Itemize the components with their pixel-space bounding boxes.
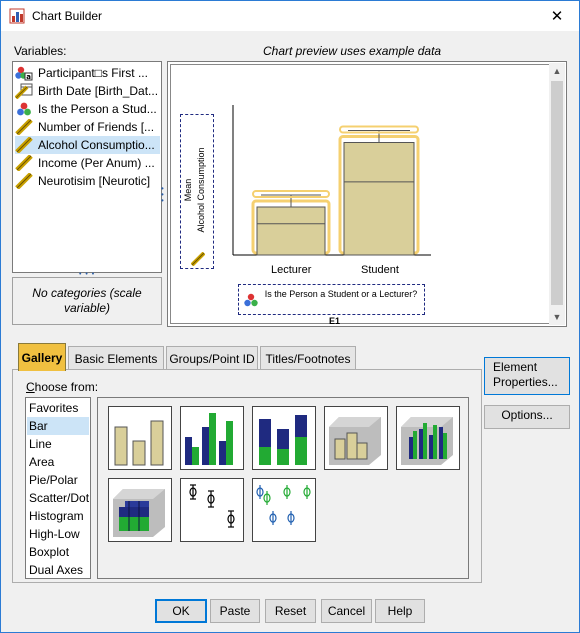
tab-titles-footnotes[interactable]: Titles/Footnotes bbox=[260, 346, 356, 370]
chart-preview-frame: Mean Alcohol Consumption Lecturer Studen… bbox=[170, 64, 551, 326]
y-axis-drop-zone[interactable]: Mean Alcohol Consumption bbox=[180, 114, 214, 269]
simple-bar-icon bbox=[114, 420, 164, 466]
clustered-error-bar-thumbnail[interactable] bbox=[252, 478, 316, 542]
no-categories-text: No categories (scale variable) bbox=[32, 286, 142, 315]
variable-item[interactable]: Birth Date [Birth_Dat... bbox=[15, 82, 160, 100]
clustered-error-bar-icon bbox=[256, 485, 311, 525]
variable-label: Income (Per Anum) ... bbox=[38, 156, 155, 170]
close-icon[interactable]: ✕ bbox=[550, 8, 564, 25]
chart-type-dual-axes[interactable]: Dual Axes bbox=[29, 563, 84, 577]
paste-button[interactable]: Paste bbox=[210, 599, 260, 623]
scale-ruler-icon bbox=[191, 252, 205, 266]
scroll-thumb[interactable] bbox=[551, 81, 563, 305]
date-scale-icon bbox=[15, 83, 33, 99]
element-properties-button[interactable]: Element Properties... bbox=[484, 357, 570, 395]
tab-basic-elements[interactable]: Basic Elements bbox=[68, 346, 164, 370]
variable-item[interactable]: a Participant□s First ... bbox=[15, 64, 160, 82]
variable-label: Alcohol Consumptio... bbox=[38, 138, 155, 152]
variable-label: Neurotisim [Neurotic] bbox=[38, 174, 151, 188]
preview-scrollbar[interactable]: ▲ ▼ bbox=[549, 63, 565, 325]
chart-type-high-low[interactable]: High-Low bbox=[29, 527, 80, 541]
choose-from-label: Choose from: bbox=[26, 380, 99, 394]
scroll-down-icon[interactable]: ▼ bbox=[552, 312, 562, 322]
chart-gallery bbox=[97, 397, 469, 579]
ok-button[interactable]: OK bbox=[155, 599, 207, 623]
variable-item-selected[interactable]: Alcohol Consumptio... bbox=[15, 136, 160, 154]
chart-type-list[interactable]: Favorites Bar Line Area Pie/Polar Scatte… bbox=[25, 397, 91, 579]
variable-item[interactable]: Neurotisim [Neurotic] bbox=[15, 172, 160, 190]
3d-simple-bar-thumbnail[interactable] bbox=[324, 406, 388, 470]
window-title: Chart Builder bbox=[32, 9, 103, 23]
variable-label: Birth Date [Birth_Dat... bbox=[38, 84, 159, 98]
3d-stacked-bar-thumbnail[interactable] bbox=[108, 478, 172, 542]
variable-item[interactable]: Income (Per Anum) ... bbox=[15, 154, 160, 172]
svg-text:a: a bbox=[26, 73, 31, 81]
nominal-icon bbox=[244, 293, 258, 307]
variable-item[interactable]: Number of Friends [... bbox=[15, 118, 160, 136]
element-properties-label: Element Properties... bbox=[493, 360, 558, 389]
scale-ruler-icon bbox=[15, 173, 33, 189]
chart-type-favorites[interactable]: Favorites bbox=[29, 401, 79, 415]
clustered-bar-thumbnail[interactable] bbox=[180, 406, 244, 470]
x-axis-drop-label: Is the Person a Student or a Lecturer? bbox=[264, 289, 418, 299]
variable-label: Participant□s First ... bbox=[38, 66, 148, 80]
tab-groups-point-id[interactable]: Groups/Point ID bbox=[166, 346, 258, 370]
bar-chart-preview bbox=[232, 105, 431, 256]
category-label-lecturer: Lecturer bbox=[271, 264, 312, 276]
chart-type-histogram[interactable]: Histogram bbox=[29, 509, 84, 523]
simple-error-bar-thumbnail[interactable] bbox=[180, 478, 244, 542]
splitter-handle-vertical[interactable]: ••• bbox=[161, 184, 164, 205]
variable-label: Is the Person a Stud... bbox=[38, 102, 157, 116]
categories-box: No categories (scale variable) bbox=[12, 277, 162, 325]
scroll-up-icon[interactable]: ▲ bbox=[552, 66, 562, 76]
chart-type-pie-polar[interactable]: Pie/Polar bbox=[29, 473, 78, 487]
3d-clustered-bar-thumbnail[interactable] bbox=[396, 406, 460, 470]
error-highlight bbox=[252, 190, 330, 198]
3d-bar-icon bbox=[329, 417, 381, 465]
chart-type-bar[interactable]: Bar bbox=[27, 417, 89, 435]
options-label: Options... bbox=[501, 408, 553, 422]
category-label-student: Student bbox=[361, 264, 399, 276]
chart-preview-canvas[interactable]: Mean Alcohol Consumption Lecturer Studen… bbox=[167, 61, 567, 327]
x-axis-drop-zone[interactable]: Is the Person a Student or a Lecturer? bbox=[238, 284, 425, 315]
stacked-bar-thumbnail[interactable] bbox=[252, 406, 316, 470]
nominal-icon bbox=[17, 102, 31, 116]
3d-stacked-bar-icon bbox=[113, 489, 165, 537]
chart-type-scatter-dot[interactable]: Scatter/Dot bbox=[29, 491, 90, 505]
title-bar: Chart Builder ✕ bbox=[1, 1, 579, 31]
variable-list[interactable]: a Participant□s First ... Birth Date [Bi… bbox=[12, 61, 162, 273]
error-bar-icon bbox=[189, 484, 235, 528]
clustered-bar-icon bbox=[185, 413, 233, 465]
3d-clustered-bar-icon bbox=[401, 417, 453, 465]
error-highlight bbox=[339, 125, 419, 134]
bar bbox=[343, 142, 415, 256]
scale-ruler-icon bbox=[15, 155, 33, 171]
chart-type-boxplot[interactable]: Boxplot bbox=[29, 545, 70, 559]
help-button[interactable]: Help bbox=[375, 599, 425, 623]
chart-type-area[interactable]: Area bbox=[29, 455, 55, 469]
preview-note: Chart preview uses example data bbox=[263, 44, 442, 58]
scale-ruler-icon bbox=[15, 137, 33, 153]
y-axis-drop-label: Mean Alcohol Consumption bbox=[182, 120, 212, 260]
nominal-string-icon: a bbox=[15, 66, 33, 81]
tab-gallery[interactable]: Gallery bbox=[18, 343, 66, 371]
cancel-button[interactable]: Cancel bbox=[321, 599, 372, 623]
y-label-line2: Alcohol Consumption bbox=[196, 147, 206, 233]
element-id-label: E1 bbox=[329, 316, 341, 326]
splitter-handle[interactable]: • • • bbox=[79, 271, 96, 278]
chart-builder-icon bbox=[9, 8, 25, 24]
variables-label: Variables: bbox=[14, 44, 67, 58]
scale-ruler-icon bbox=[15, 119, 33, 135]
y-label-line1: Mean bbox=[183, 178, 193, 202]
stacked-bar-icon bbox=[259, 415, 307, 465]
simple-bar-thumbnail[interactable] bbox=[108, 406, 172, 470]
chart-type-line[interactable]: Line bbox=[29, 437, 52, 451]
choose-from-rest: hoose from: bbox=[34, 380, 99, 394]
options-button[interactable]: Options... bbox=[484, 405, 570, 429]
reset-button[interactable]: Reset bbox=[265, 599, 316, 623]
variable-item[interactable]: Is the Person a Stud... bbox=[15, 100, 160, 118]
variable-label: Number of Friends [... bbox=[38, 120, 155, 134]
bar bbox=[256, 206, 326, 256]
